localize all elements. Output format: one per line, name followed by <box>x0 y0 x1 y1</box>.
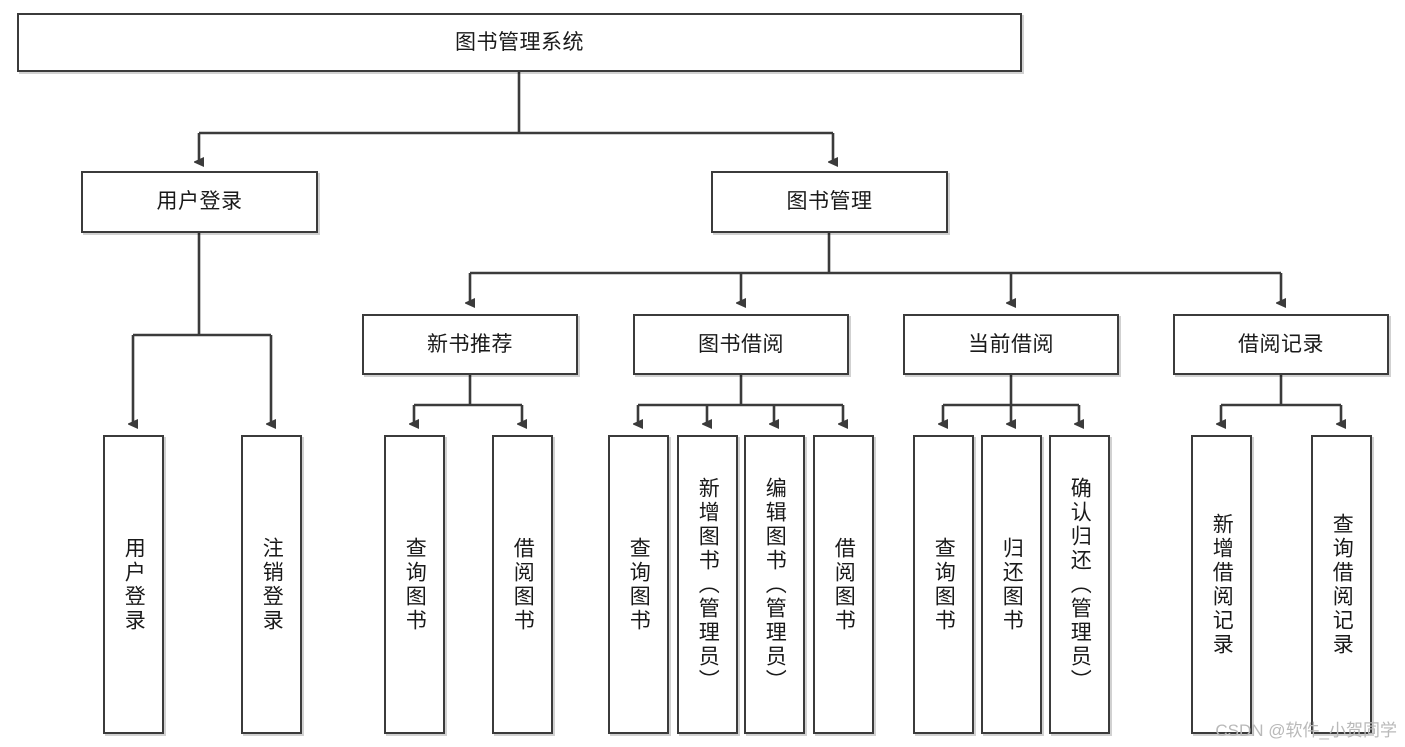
node-borrow-record[interactable]: 借阅记录 <box>1173 314 1389 375</box>
leaf-current-confirm-return-admin[interactable]: 确认归还（管理员） <box>1049 435 1110 734</box>
leaf-borrow-edit-book-admin-label: 编辑图书（管理员） <box>763 476 787 693</box>
leaf-borrow-query-book-label: 查询图书 <box>627 536 651 633</box>
leaf-borrow-borrow-book-label: 借阅图书 <box>832 536 856 633</box>
watermark: CSDN @软件_小贺同学 <box>1215 721 1397 740</box>
node-new-book-recommend[interactable]: 新书推荐 <box>362 314 578 375</box>
node-new-book-recommend-label: 新书推荐 <box>427 332 513 356</box>
leaf-current-query-book[interactable]: 查询图书 <box>913 435 974 734</box>
node-book-borrow-label: 图书借阅 <box>698 332 784 356</box>
leaf-new-query-book-label: 查询图书 <box>403 536 427 633</box>
node-root-label: 图书管理系统 <box>455 30 584 54</box>
leaf-new-borrow-book-label: 借阅图书 <box>511 536 535 633</box>
node-book-management[interactable]: 图书管理 <box>711 171 948 233</box>
leaf-borrow-query-book[interactable]: 查询图书 <box>608 435 669 734</box>
leaf-record-query-record-label: 查询借阅记录 <box>1330 512 1354 657</box>
leaf-borrow-borrow-book[interactable]: 借阅图书 <box>813 435 874 734</box>
node-borrow-record-label: 借阅记录 <box>1238 332 1324 356</box>
leaf-current-return-book-label: 归还图书 <box>1000 536 1024 633</box>
leaf-new-query-book[interactable]: 查询图书 <box>384 435 445 734</box>
node-current-borrow[interactable]: 当前借阅 <box>903 314 1119 375</box>
leaf-current-confirm-return-admin-label: 确认归还（管理员） <box>1068 476 1092 693</box>
node-book-management-label: 图书管理 <box>786 190 873 214</box>
leaf-current-query-book-label: 查询图书 <box>932 536 956 633</box>
node-user-login-label: 用户登录 <box>156 190 243 214</box>
node-root[interactable]: 图书管理系统 <box>17 13 1022 72</box>
node-current-borrow-label: 当前借阅 <box>968 332 1054 356</box>
leaf-user-login-label: 用户登录 <box>122 536 146 633</box>
leaf-borrow-add-book-admin[interactable]: 新增图书（管理员） <box>677 435 738 734</box>
leaf-record-query-record[interactable]: 查询借阅记录 <box>1311 435 1372 734</box>
leaf-current-return-book[interactable]: 归还图书 <box>981 435 1042 734</box>
leaf-borrow-edit-book-admin[interactable]: 编辑图书（管理员） <box>744 435 805 734</box>
leaf-record-add-record[interactable]: 新增借阅记录 <box>1191 435 1252 734</box>
node-user-login[interactable]: 用户登录 <box>81 171 318 233</box>
leaf-new-borrow-book[interactable]: 借阅图书 <box>492 435 553 734</box>
leaf-logout-label: 注销登录 <box>260 536 284 633</box>
leaf-borrow-add-book-admin-label: 新增图书（管理员） <box>696 476 720 693</box>
leaf-logout[interactable]: 注销登录 <box>241 435 302 734</box>
leaf-user-login[interactable]: 用户登录 <box>103 435 164 734</box>
leaf-record-add-record-label: 新增借阅记录 <box>1210 512 1234 657</box>
node-book-borrow[interactable]: 图书借阅 <box>633 314 849 375</box>
